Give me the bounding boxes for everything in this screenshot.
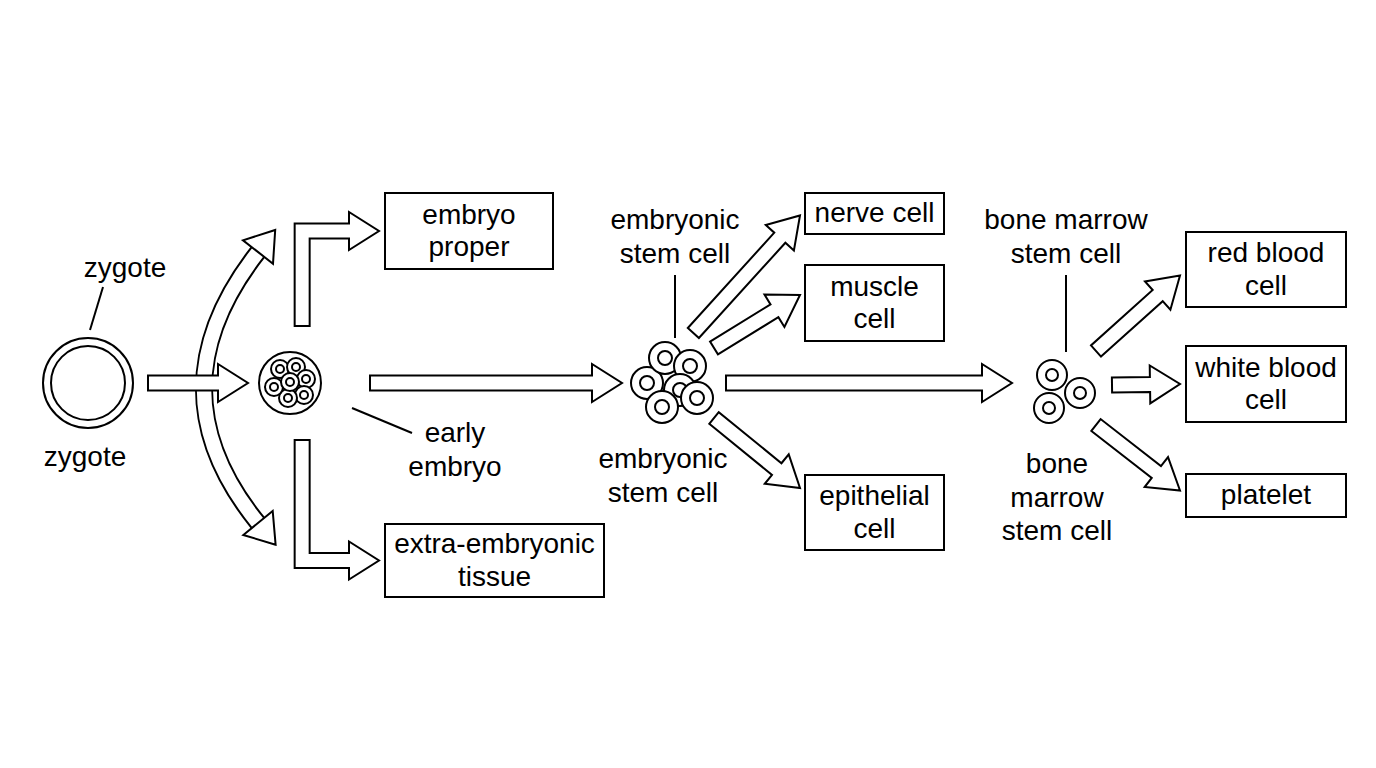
box-label: nerve cell [815, 197, 935, 229]
cell-label: zygote [15, 440, 155, 474]
cell-outline [300, 391, 308, 399]
block-arrow [1091, 276, 1180, 357]
cell-outline [1074, 387, 1086, 399]
block-arrow [148, 364, 248, 402]
cell-outline [1043, 402, 1055, 414]
leader-line [90, 287, 103, 330]
block-arrow [295, 440, 379, 580]
cell-label: embryonic stem cell [595, 203, 755, 270]
box-label: embryo proper [390, 199, 548, 263]
cell-type-box: white blood cell [1185, 345, 1347, 423]
cell-label: embryonic stem cell [583, 442, 743, 509]
block-arrow [370, 364, 622, 402]
cell-illustration: early embryo [258, 351, 322, 415]
cell-type-box: embryo proper [384, 192, 554, 270]
cell-outline [658, 351, 672, 365]
cell-illustration: bone marrow stem cellbone marrow stem ce… [1030, 355, 1100, 425]
arrow-head [243, 511, 275, 545]
cell-type-box: extra-embryonic tissue [384, 523, 605, 598]
block-arrow [726, 364, 1012, 402]
block-arrow [295, 212, 379, 326]
cell-outline [302, 375, 310, 383]
leader-line [1065, 275, 1067, 352]
cell-outline [281, 373, 299, 391]
cell-outline [655, 400, 669, 414]
leader-line [352, 408, 412, 433]
arrow-head [243, 230, 275, 264]
cell-outline [270, 383, 278, 391]
box-label: white blood cell [1191, 352, 1341, 416]
cell-outline [1065, 378, 1095, 408]
potency-arrow-outline [204, 252, 258, 523]
box-label: epithelial cell [810, 480, 939, 544]
cell-label: bone marrow stem cell [976, 203, 1156, 270]
cell-type-box: platelet [1185, 473, 1347, 518]
cell-outline [51, 346, 125, 420]
block-arrow [710, 295, 800, 355]
cell-outline [1046, 369, 1058, 381]
cell-type-box: muscle cell [804, 264, 945, 342]
cell-type-box: nerve cell [804, 192, 945, 235]
cell-outline [259, 352, 321, 414]
box-label: muscle cell [810, 271, 939, 335]
cell-drawing [1030, 355, 1100, 425]
cell-outline [292, 363, 300, 371]
cell-outline [1037, 360, 1067, 390]
cell-outline [681, 382, 713, 414]
cell-outline [646, 391, 678, 423]
cell-outline [683, 359, 697, 373]
cell-outline [284, 394, 292, 402]
cell-drawing [628, 340, 714, 426]
cell-type-box: red blood cell [1185, 231, 1347, 308]
cell-illustration: zygotezygote [42, 337, 134, 429]
cell-outline [286, 378, 294, 386]
cell-outline [276, 365, 284, 373]
box-label: extra-embryonic tissue [390, 528, 599, 592]
potency-arrow-fill [204, 252, 258, 523]
box-label: platelet [1221, 479, 1311, 511]
block-arrow [1091, 419, 1180, 490]
cell-outline [640, 376, 654, 390]
cell-type-box: epithelial cell [804, 474, 945, 551]
cell-drawing [42, 337, 134, 429]
cell-label: zygote [55, 251, 195, 285]
leader-line [674, 275, 676, 338]
cell-outline [1034, 393, 1064, 423]
cell-outline [295, 386, 313, 404]
block-arrow [1112, 365, 1180, 403]
cell-label: bone marrow stem cell [992, 447, 1122, 548]
cell-label: early embryo [400, 416, 510, 483]
cell-illustration: embryonic stem cellembryonic stem cell [628, 340, 714, 426]
cell-drawing [258, 351, 322, 415]
cell-outline [43, 338, 133, 428]
cell-outline [690, 391, 704, 405]
box-label: red blood cell [1191, 237, 1341, 301]
